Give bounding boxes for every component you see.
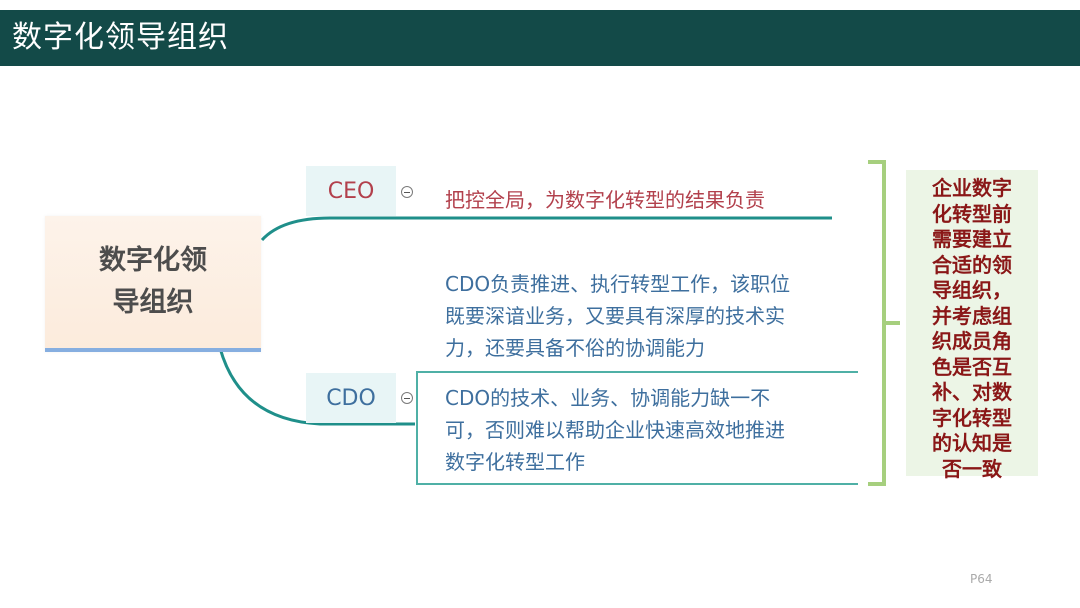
collapse-icon[interactable] [401, 392, 413, 404]
title-bar: 数字化领导组织 [0, 10, 1080, 66]
summary-box [906, 170, 1038, 476]
collapse-icon[interactable] [401, 186, 413, 198]
summary-brace [868, 160, 900, 486]
cdo-node[interactable]: CDO [306, 373, 396, 423]
cdo-description-2: CDO的技术、业务、协调能力缺一不 可，否则难以帮助企业快速高效地推进 数字化转… [445, 386, 785, 474]
root-label: 数字化领 导组织 [99, 245, 207, 318]
page-title: 数字化领导组织 [12, 20, 229, 55]
ceo-node[interactable]: CEO [306, 166, 396, 216]
cdo-connector [218, 347, 415, 426]
cdo-description-1: CDO负责推进、执行转型工作，该职位 既要深谙业务，又要具有深厚的技术实 力，还… [445, 272, 791, 360]
cdo-description-frame [416, 371, 858, 485]
summary-text: 企业数字 化转型前 需要建立 合适的领 导组织， 并考虑组 织成员角 色是否互 … [932, 176, 1012, 481]
ceo-description: 把控全局，为数字化转型的结果负责 [445, 188, 765, 212]
page-number: P64 [970, 572, 993, 586]
ceo-connector [260, 216, 832, 242]
root-node: 数字化领 导组织 [45, 216, 261, 352]
